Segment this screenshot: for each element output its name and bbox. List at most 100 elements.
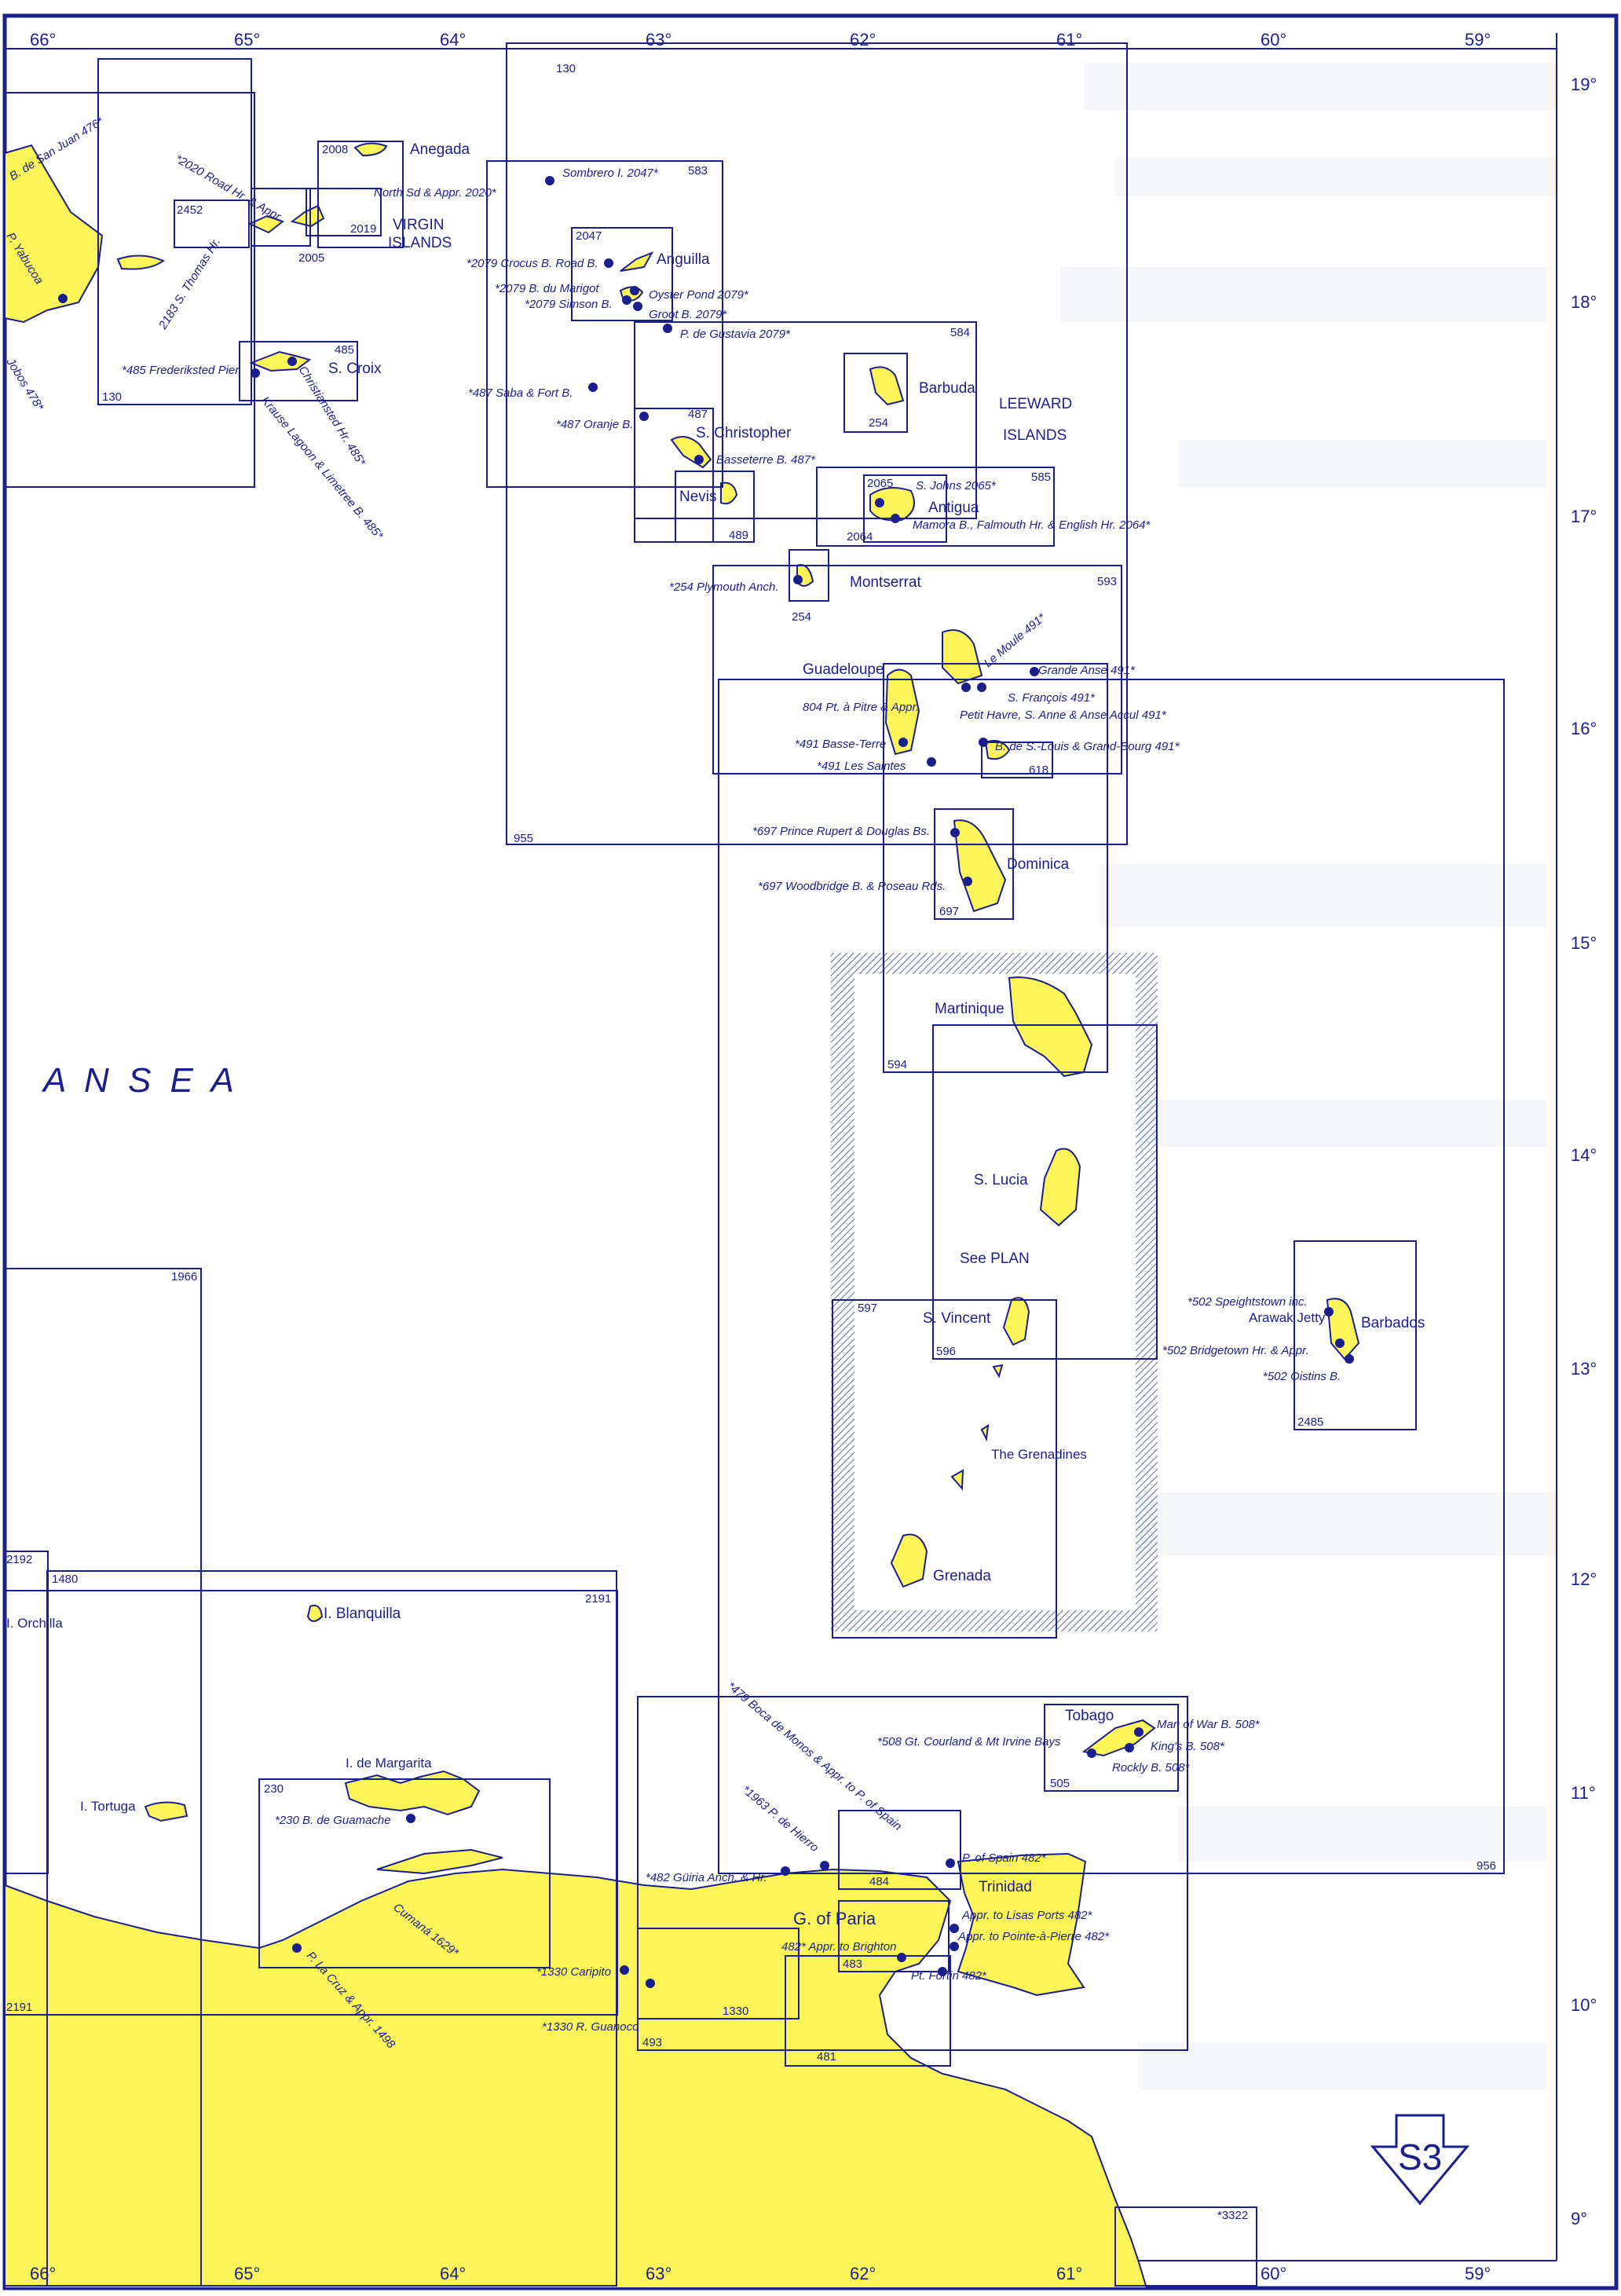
- chart-2485: [1294, 1240, 1417, 1430]
- svg-text:Man of War B. 508*: Man of War B. 508*: [1157, 1718, 1261, 1731]
- svg-text:Dominica: Dominica: [1007, 856, 1070, 873]
- svg-text:493: 493: [642, 2036, 662, 2049]
- svg-text:18°: 18°: [1571, 292, 1597, 312]
- svg-text:2183 S. Thomas Hr.: 2183 S. Thomas Hr.: [156, 236, 223, 332]
- svg-text:63°: 63°: [646, 30, 671, 49]
- svg-text:2065: 2065: [867, 477, 893, 490]
- grenadine-1: [992, 1364, 1004, 1379]
- blanquilla: [306, 1604, 324, 1622]
- svg-text:Anguilla: Anguilla: [657, 251, 710, 268]
- chart-597: [832, 1299, 1057, 1639]
- svg-text:*502 Bridgetown Hr. & Appr.: *502 Bridgetown Hr. & Appr.: [1162, 1344, 1309, 1357]
- svg-text:64°: 64°: [440, 2264, 466, 2283]
- plan-area-inner: [854, 974, 1136, 1610]
- chart-230: [258, 1778, 551, 1968]
- svg-text:130: 130: [556, 62, 576, 75]
- svg-text:12°: 12°: [1571, 1569, 1597, 1589]
- chart-583: [486, 160, 723, 488]
- svg-text:2191: 2191: [585, 1592, 611, 1606]
- svg-text:63°: 63°: [646, 2264, 671, 2283]
- svg-text:Petit Havre, S. Anne & Anse Ac: Petit Havre, S. Anne & Anse Accul 491*: [960, 709, 1167, 722]
- south-america-coast: [4, 1868, 1148, 2289]
- svg-text:16°: 16°: [1571, 719, 1597, 738]
- svg-text:Martinique: Martinique: [935, 1001, 1004, 1017]
- svg-text:230: 230: [264, 1782, 284, 1796]
- chart-2047: [571, 227, 673, 321]
- svg-text:618: 618: [1029, 764, 1048, 777]
- svg-text:Appr. to Pointe-à-Pierre 482*: Appr. to Pointe-à-Pierre 482*: [957, 1930, 1110, 1943]
- svg-text:65°: 65°: [234, 2264, 260, 2283]
- chart-number-labels: 130 130 583 2008 2452 2019 2005 2047 485…: [6, 62, 1496, 2222]
- svg-text:482* Appr. to Brighton: 482* Appr. to Brighton: [781, 1940, 896, 1954]
- svg-text:*487 Saba & Fort B.: *487 Saba & Fort B.: [468, 386, 573, 400]
- svg-text:Jobos 478*: Jobos 478*: [3, 355, 46, 413]
- svg-text:See PLAN: See PLAN: [960, 1251, 1030, 1267]
- svg-text:LEEWARD: LEEWARD: [999, 396, 1072, 412]
- svg-text:66°: 66°: [30, 2264, 56, 2283]
- st-thomas: [116, 255, 166, 270]
- svg-text:2191: 2191: [6, 2001, 32, 2014]
- svg-text:*3322: *3322: [1217, 2209, 1248, 2222]
- svg-text:S. François 491*: S. François 491*: [1008, 691, 1096, 705]
- chart-493: [637, 1696, 1188, 2051]
- svg-text:2019: 2019: [350, 222, 376, 236]
- tortuga: [144, 1801, 188, 1822]
- svg-text:60°: 60°: [1261, 30, 1286, 49]
- st-vincent: [1002, 1297, 1030, 1346]
- chart-481: [785, 1955, 951, 2067]
- chart-505: [1044, 1704, 1179, 1792]
- svg-text:2008: 2008: [322, 143, 348, 156]
- araya-peninsula: [376, 1848, 503, 1875]
- chart-955: [506, 42, 1128, 845]
- svg-text:Barbados: Barbados: [1361, 1315, 1425, 1331]
- svg-text:15°: 15°: [1571, 933, 1597, 953]
- svg-text:S. Christopher: S. Christopher: [696, 425, 792, 441]
- svg-text:62°: 62°: [850, 30, 876, 49]
- svg-text:*2079 Crocus B. Road B.: *2079 Crocus B. Road B.: [467, 257, 598, 270]
- barbuda: [869, 366, 905, 406]
- svg-text:65°: 65°: [234, 30, 260, 49]
- svg-text:130: 130: [102, 390, 122, 404]
- svg-text:484: 484: [869, 1875, 889, 1888]
- st-lucia: [1039, 1148, 1081, 1227]
- anguilla: [620, 251, 654, 272]
- svg-text:*2079 B. du Marigot: *2079 B. du Marigot: [495, 282, 599, 295]
- svg-text:ISLANDS: ISLANDS: [388, 235, 452, 251]
- trinidad: [957, 1852, 1087, 1997]
- svg-text:*487 Oranje B.: *487 Oranje B.: [556, 418, 633, 431]
- margarita: [344, 1770, 481, 1816]
- svg-text:59°: 59°: [1465, 30, 1491, 49]
- chart-2005: [251, 188, 311, 247]
- virgin-islands: [247, 204, 325, 234]
- svg-text:2047: 2047: [576, 229, 602, 243]
- chart-483: [838, 1900, 950, 1972]
- svg-text:596: 596: [936, 1345, 956, 1358]
- barbados: [1326, 1298, 1360, 1360]
- marie-galante: [984, 740, 1011, 760]
- svg-text:Le Moule 491*: Le Moule 491*: [982, 610, 1049, 670]
- svg-text:P. de Gustavia 2079*: P. de Gustavia 2079*: [680, 328, 791, 341]
- svg-text:956: 956: [1476, 1859, 1496, 1873]
- svg-text:254: 254: [869, 416, 888, 430]
- longitude-labels: 66° 65° 64° 63° 62° 61° 60° 59° 66° 65° …: [30, 30, 1491, 2283]
- svg-text:S. Lucia: S. Lucia: [974, 1172, 1028, 1188]
- svg-text:11°: 11°: [1571, 1783, 1596, 1803]
- land-masses: [4, 142, 1360, 2289]
- chart-254b: [789, 549, 829, 602]
- svg-text:2485: 2485: [1297, 1415, 1323, 1429]
- svg-text:2192: 2192: [6, 1553, 32, 1566]
- chart-2008: [317, 141, 404, 248]
- svg-text:481: 481: [817, 2050, 836, 2063]
- guadeloupe: [884, 629, 983, 756]
- martinique: [1008, 976, 1093, 1078]
- svg-text:697: 697: [939, 905, 959, 918]
- chart-plan: [932, 1024, 1158, 1360]
- grenadine-2: [980, 1424, 990, 1442]
- chart-487: [634, 408, 714, 543]
- sheet-arrow-s3[interactable]: S3: [1370, 2114, 1470, 2206]
- svg-text:584: 584: [950, 326, 970, 339]
- svg-text:I. Blanquilla: I. Blanquilla: [324, 1606, 401, 1622]
- svg-text:13°: 13°: [1571, 1359, 1597, 1379]
- svg-text:Krause Lagoon & Limetree B. 48: Krause Lagoon & Limetree B. 485*: [258, 394, 386, 543]
- svg-text:487: 487: [688, 408, 708, 421]
